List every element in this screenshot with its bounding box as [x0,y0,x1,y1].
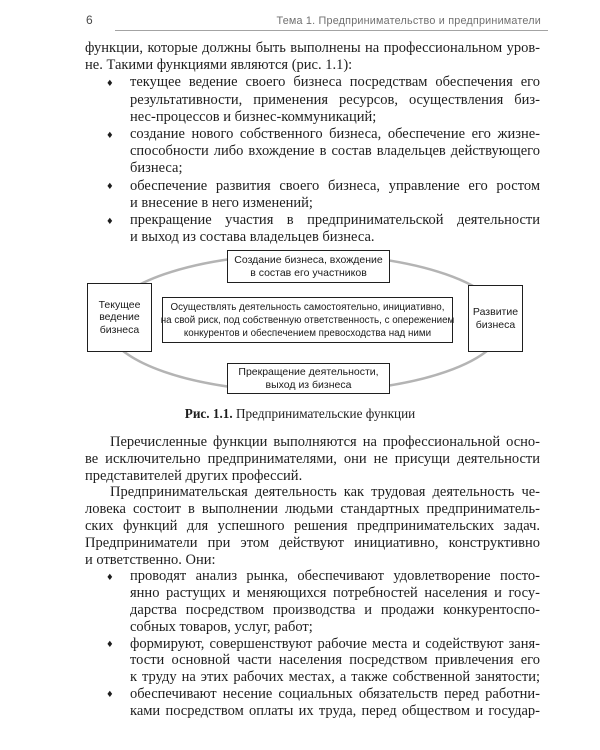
paragraph-block-bottom: Перечисленные функции выполняются на про… [85,434,540,720]
text-line: ♦создание нового собственного бизнеса, о… [85,126,540,143]
bullet-icon: ♦ [106,640,114,651]
bullet-icon: ♦ [106,182,114,193]
text-line: ками посредством оплаты их труда, перед … [130,702,540,719]
caption-text: Предпринимательские функции [235,406,416,421]
bullet-icon: ♦ [106,130,114,141]
text-line: и ответственно. Они: [85,551,216,568]
header-rule [115,30,548,31]
text-line: бизнеса; [130,160,183,177]
bullet-icon: ♦ [106,690,114,701]
text-line: ♦текущее ведение своего бизнеса посредст… [85,74,540,91]
caption-label: Рис. 1.1. [184,406,233,421]
text-line: собных товаров, услуг, работ; [130,618,313,635]
bullet-icon: ♦ [106,572,114,583]
text-line: ♦прекращение участия в предпринимательск… [85,212,540,229]
text-line: ♦проводят анализ рынка, обеспечивают удо… [85,568,540,585]
bullet-icon: ♦ [106,216,114,227]
text-line: янно растущих и меняющихся потребностей … [130,585,540,602]
text-line: функции, которые должны быть выполнены н… [85,40,540,56]
text-line: ♦формируют, совершенствуют рабочие места… [85,636,540,653]
text-line: тости основной части населения посредств… [130,652,540,669]
running-title: Тема 1. Предпринимательство и предприним… [276,15,541,27]
text-line: Перечисленные функции выполняются на про… [110,434,540,450]
text-line: нес-процессов и бизнес-коммуникаций; [130,108,377,125]
box-current-management: Текущее ведение бизнеса [87,283,152,352]
box-termination: Прекращение деятельности, выход из бизне… [227,363,390,394]
text-line: ских функций для успешного решения предп… [85,517,540,534]
page-number: 6 [86,13,93,27]
bullet-icon: ♦ [106,78,114,89]
box-core-activity: Осуществлять деятельность самостоятельно… [161,297,454,343]
text-line: и внесение в него изменений; [130,194,313,211]
text-line: Предпринимательская деятельность как тру… [110,484,540,501]
text-line: и выход из состава владельцев бизнеса. [130,229,375,246]
text-line: не. Такими функциями являются (рис. 1.1)… [85,57,353,74]
figure-diagram: Создание бизнеса, вхождение в состав его… [85,250,525,396]
text-line: дарства посредством производства и прода… [130,601,540,618]
figure-caption: Рис. 1.1. Предпринимательские функции [0,406,600,422]
text-line: ловека состоит в выполнении людьми станд… [85,501,540,518]
text-line: к труду на этих рабочих местах, а также … [130,669,540,686]
text-line: ♦обеспечение развития своего бизнеса, уп… [85,178,540,195]
text-line: способности либо вхождение в состав влад… [130,143,540,160]
text-line: Предприниматели при этом действуют иници… [85,534,540,551]
text-line: ♦обеспечивают несение социальных обязате… [85,686,540,703]
paragraph-block-top: функции, которые должны быть выполнены н… [85,40,540,246]
text-line: результативности, применения ресурсов, о… [130,91,540,108]
text-line: ве исключительно предпринимателями, они … [85,450,540,467]
box-development: Развитие бизнеса [468,285,523,352]
box-creation: Создание бизнеса, вхождение в состав его… [227,250,390,283]
text-line: представителей других профессий. [85,467,303,484]
